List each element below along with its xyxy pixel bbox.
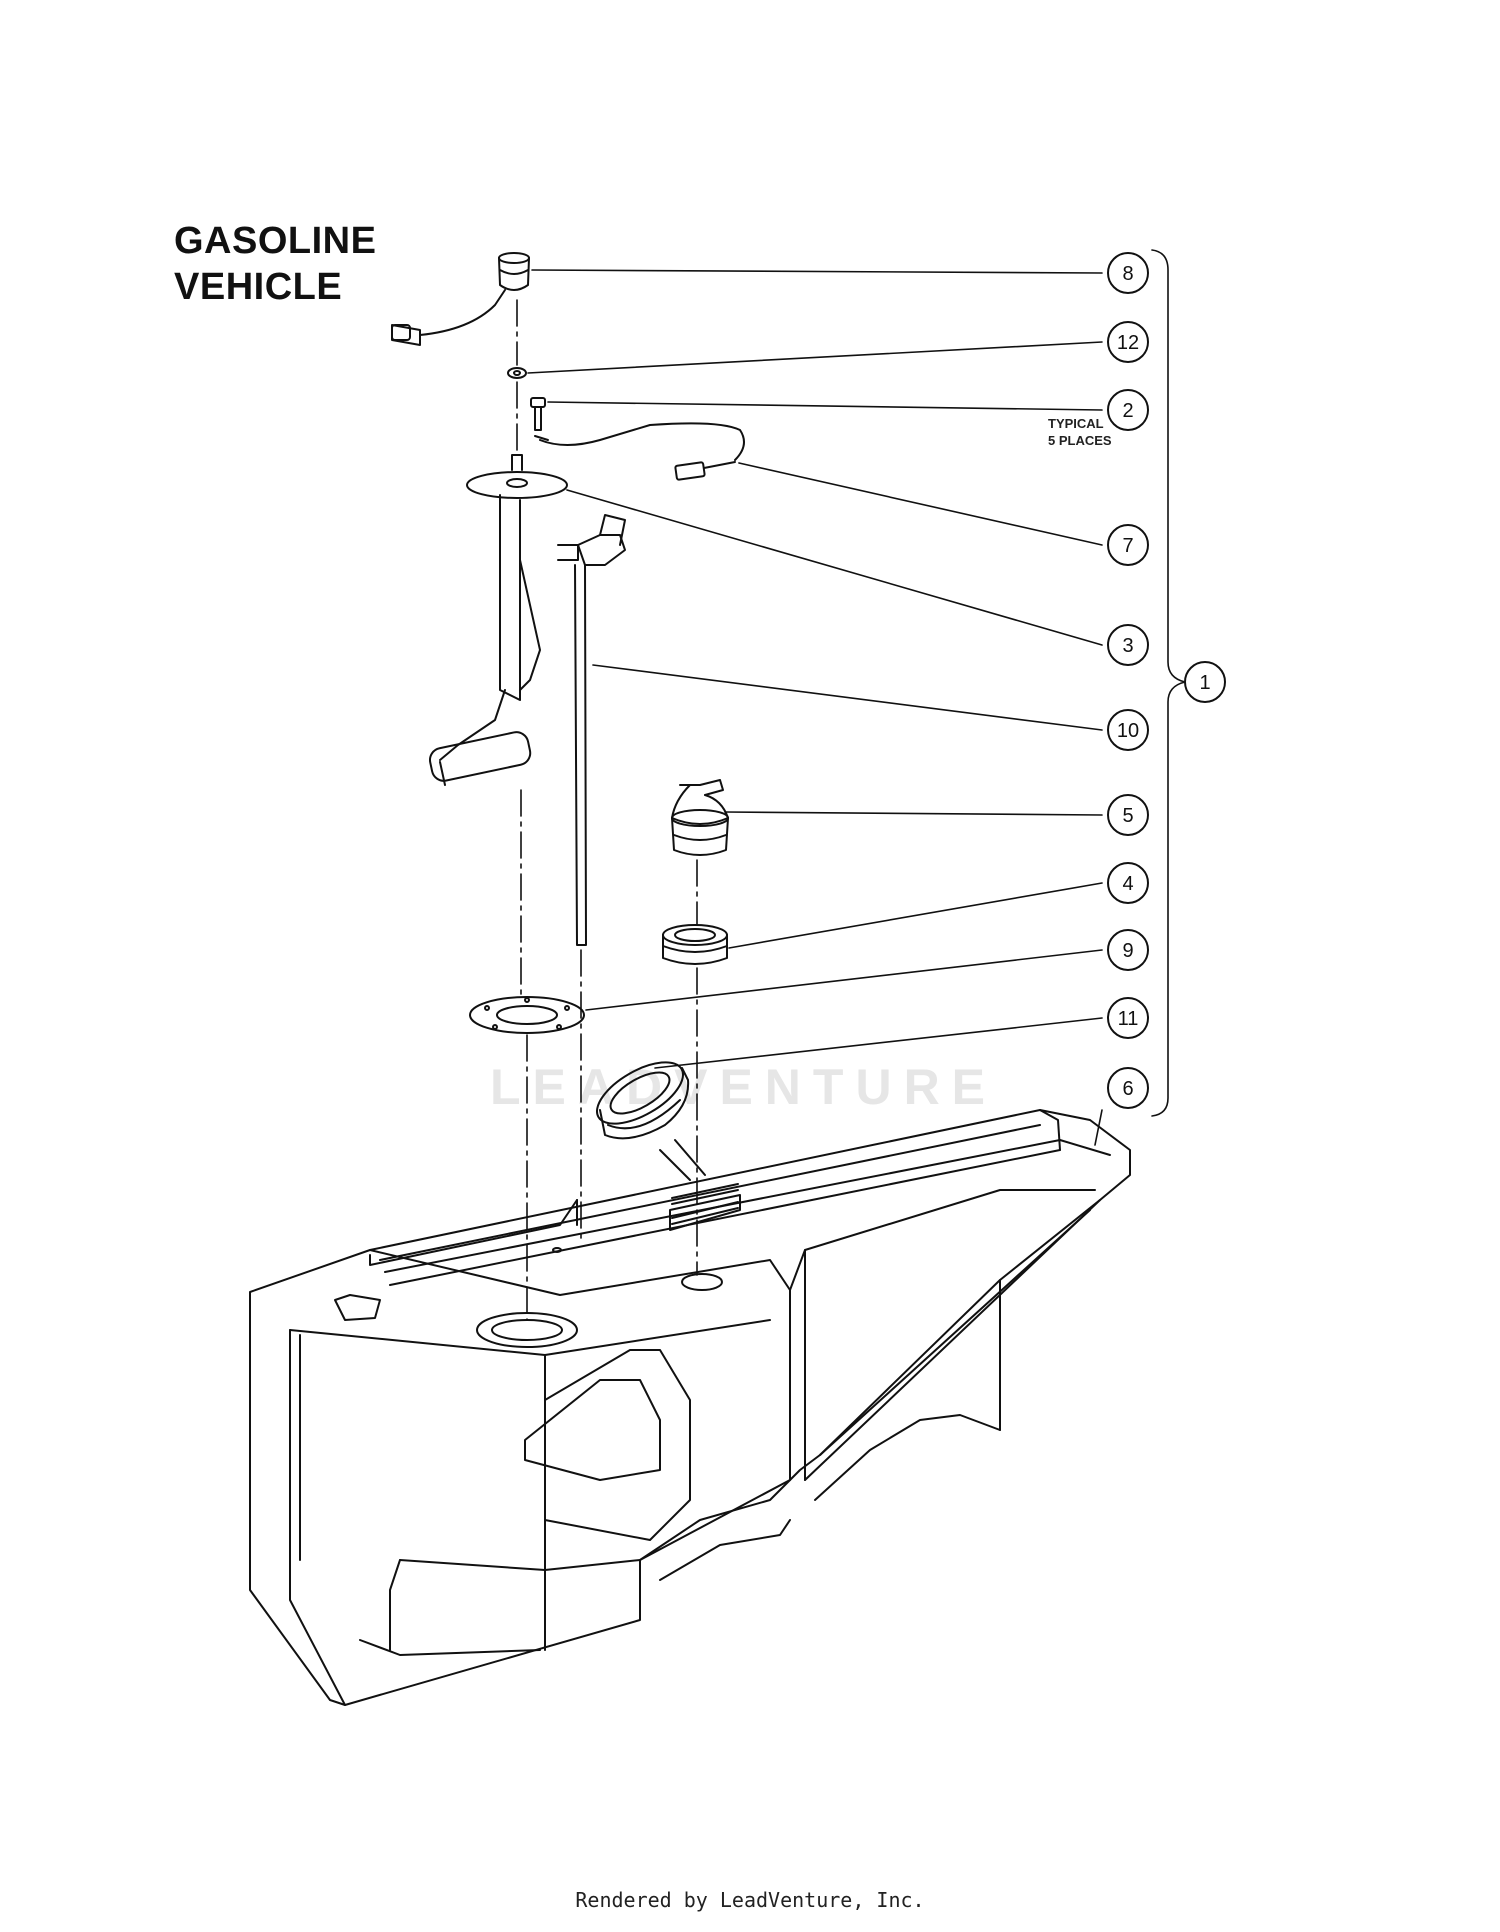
callout-1: 1 xyxy=(1184,661,1226,703)
callout-6: 6 xyxy=(1107,1067,1149,1109)
callout-9: 9 xyxy=(1107,929,1149,971)
fuel-level-sender xyxy=(428,454,568,786)
watermark-text: LEADVENTURE xyxy=(490,1059,998,1115)
callout-label: 2 xyxy=(1122,400,1133,422)
note-line-1: TYPICAL xyxy=(1048,416,1104,431)
assembly-lines xyxy=(516,299,698,1321)
wire-lead xyxy=(534,422,745,481)
callout-4: 4 xyxy=(1107,862,1149,904)
callout-12: 12 xyxy=(1107,321,1149,363)
callout-label: 1 xyxy=(1199,672,1210,694)
leader-lines xyxy=(527,249,1186,1146)
callout-5: 5 xyxy=(1107,794,1149,836)
pickup-tube xyxy=(557,514,626,946)
callout-2: 2 xyxy=(1107,389,1149,431)
callout-label: 8 xyxy=(1122,263,1133,285)
lock-ring xyxy=(596,1061,706,1181)
fuel-gauge-connector xyxy=(391,252,530,346)
vent-valve xyxy=(671,779,729,856)
fuel-tank xyxy=(249,1109,1131,1706)
callout-8: 8 xyxy=(1107,252,1149,294)
callout-label: 9 xyxy=(1122,940,1133,962)
footer-credit: Rendered by LeadVenture, Inc. xyxy=(575,1888,925,1912)
note-line-2: 5 PLACES xyxy=(1048,433,1112,448)
washer-part xyxy=(507,367,527,379)
callout-label: 6 xyxy=(1122,1078,1133,1100)
callout-label: 7 xyxy=(1122,535,1133,557)
callout-3: 3 xyxy=(1107,624,1149,666)
callout-7: 7 xyxy=(1107,524,1149,566)
callout-label: 3 xyxy=(1122,635,1133,657)
callout-label: 12 xyxy=(1117,332,1139,354)
callout-11: 11 xyxy=(1107,997,1149,1039)
grommet xyxy=(662,924,728,965)
callout-label: 5 xyxy=(1122,805,1133,827)
callout-label: 4 xyxy=(1122,873,1133,895)
gasket xyxy=(469,996,585,1034)
title-line-2: VEHICLE xyxy=(174,266,343,308)
screw-part xyxy=(530,397,546,431)
title-line-1: GASOLINE xyxy=(174,220,377,262)
callout-label: 10 xyxy=(1117,720,1139,742)
callout-label: 11 xyxy=(1118,1008,1139,1030)
callout-10: 10 xyxy=(1107,709,1149,751)
diagram-title: GASOLINE VEHICLE xyxy=(174,218,376,310)
